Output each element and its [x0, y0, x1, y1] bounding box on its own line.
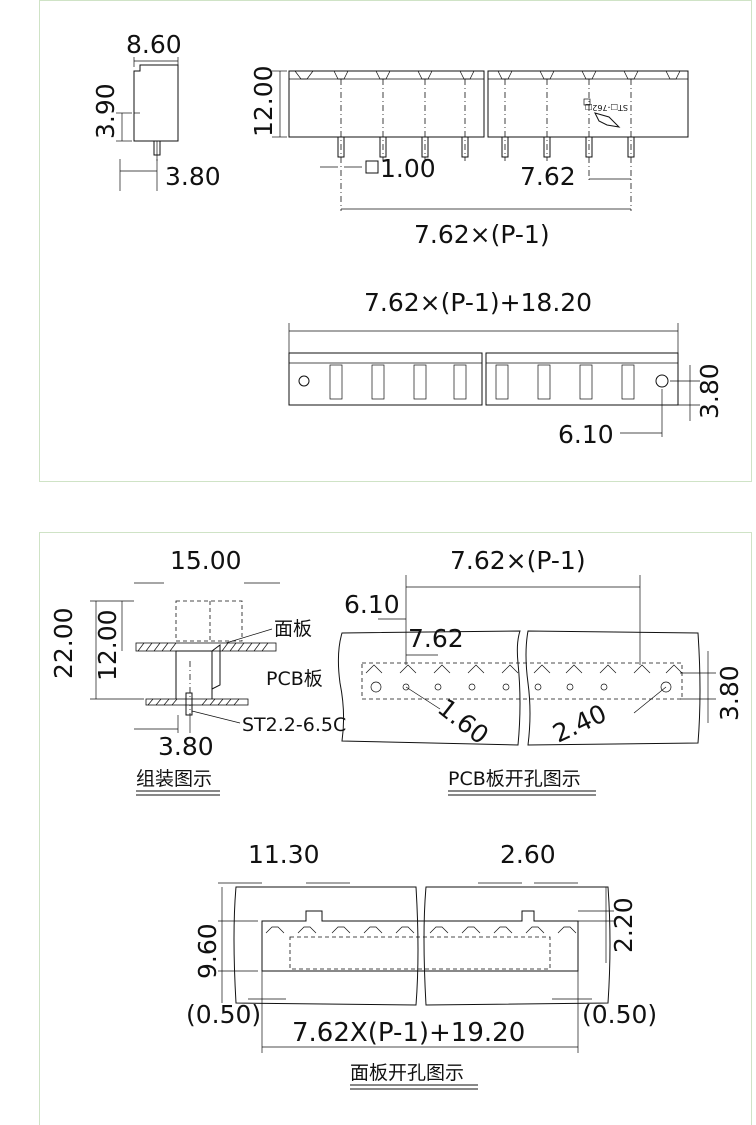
cutout-dim-notch-depth: 2.20 [609, 897, 638, 953]
dim-mount-offset: 6.10 [558, 420, 614, 449]
assembly-label-pcb: PCB板 [266, 668, 323, 690]
dim-pitch: 7.62 [520, 162, 576, 191]
dim-pin-square: 1.00 [380, 154, 436, 183]
bottom-drawing-svg: 15.00 22.00 12.00 面板 PCB板 ST2.2-6.5C 3.8… [49, 546, 744, 1090]
cutout-dim-left: 11.30 [248, 840, 320, 869]
pcb-dim-span: 7.62×(P-1) [450, 546, 586, 575]
dim-total-height: 12.00 [249, 65, 278, 137]
dim-side-width: 8.60 [126, 30, 182, 59]
assembly-label-screw: ST2.2-6.5C [242, 714, 346, 736]
cutout-dim-height: 9.60 [193, 923, 222, 979]
cutout-dim-notch: 2.60 [500, 840, 556, 869]
dim-span: 7.62×(P-1) [414, 220, 550, 249]
pcb-dim-hole-small: 1.60 [432, 693, 494, 750]
assembly-dim-pin-offset: 3.80 [158, 732, 214, 761]
part-label: ST□-762□ [585, 103, 628, 112]
cutout-dim-gap-right: (0.50) [582, 1000, 657, 1029]
panel-cutout-view: 11.30 2.60 9.60 2.20 [186, 840, 657, 1090]
assembly-dim-width: 15.00 [170, 546, 242, 575]
bottom-drawing-panel: 15.00 22.00 12.00 面板 PCB板 ST2.2-6.5C 3.8… [39, 532, 752, 1125]
dim-overall: 7.62×(P-1)+18.20 [364, 288, 592, 317]
pcb-caption: PCB板开孔图示 [448, 768, 581, 790]
assembly-view: 15.00 22.00 12.00 面板 PCB板 ST2.2-6.5C 3.8… [49, 546, 346, 796]
dim-mount-height: 3.80 [695, 363, 724, 419]
dim-side-height: 3.90 [91, 83, 120, 139]
assembly-dim-total-height: 22.00 [49, 607, 78, 679]
assembly-caption: 组装图示 [136, 768, 212, 790]
logo-mark [594, 112, 621, 128]
pcb-hole-view: 7.62×(P-1) 6.10 7.62 [337, 546, 744, 796]
top-drawing-svg: 8.60 3.90 3.80 [91, 30, 724, 449]
side-view: 8.60 3.90 3.80 [91, 30, 221, 191]
dim-pin-offset: 3.80 [165, 162, 221, 191]
top-drawing-panel: 8.60 3.90 3.80 [39, 0, 752, 482]
pcb-dim-offset: 6.10 [344, 590, 400, 619]
cutout-caption: 面板开孔图示 [350, 1062, 464, 1084]
pcb-dim-hole-large: 2.40 [548, 699, 611, 749]
assembly-dim-height: 12.00 [93, 609, 122, 681]
cutout-dim-overall: 7.62X(P-1)+19.20 [292, 1018, 525, 1048]
front-view: ST□-762□ 12.00 1.00 7.62 7.62×(P-1) [249, 65, 689, 249]
pcb-dim-height: 3.80 [715, 665, 744, 721]
assembly-label-panel: 面板 [274, 618, 312, 640]
cutout-dim-gap-left: (0.50) [186, 1000, 261, 1029]
pcb-dim-pitch: 7.62 [408, 624, 464, 653]
bottom-view: 7.62×(P-1)+18.20 3.80 6.10 [288, 288, 724, 449]
